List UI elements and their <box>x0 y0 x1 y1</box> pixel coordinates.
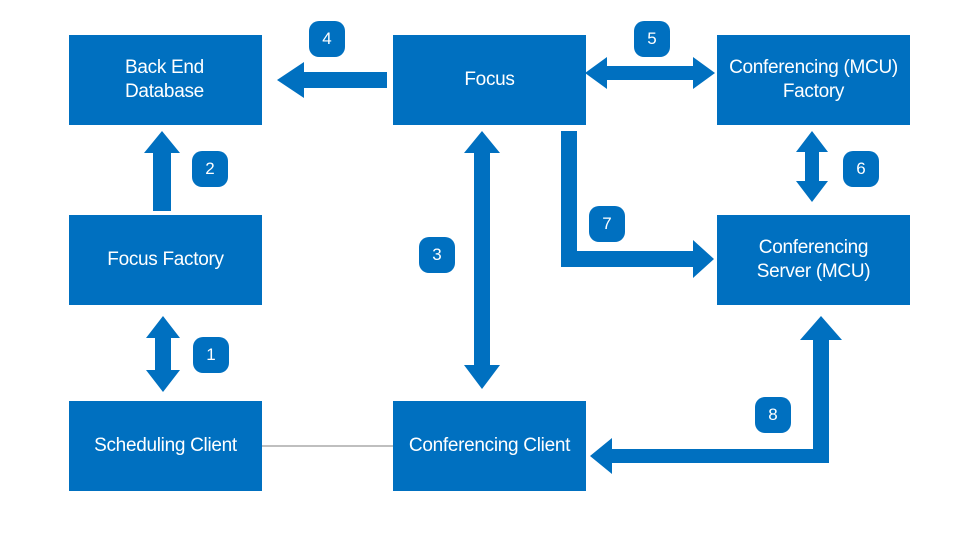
step-badge-6: 6 <box>843 151 879 187</box>
conferencing-client-box: Conferencing Client <box>393 401 586 491</box>
arrow-focus-mcu-factory <box>585 57 715 89</box>
step-badge-8: 8 <box>755 397 791 433</box>
step-badge-5: 5 <box>634 21 670 57</box>
arrow-focus-factory-scheduling <box>146 316 180 392</box>
conferencing-server-mcu-box: Conferencing Server (MCU) <box>717 215 910 305</box>
arrow-focus-to-server <box>561 131 714 278</box>
step-badge-7: 7 <box>589 206 625 242</box>
step-badge-2: 2 <box>192 151 228 187</box>
arrow-mcu-factory-server <box>796 131 828 202</box>
step-badge-4: 4 <box>309 21 345 57</box>
arrow-focus-conferencing-client <box>464 131 500 389</box>
step-badge-3: 3 <box>419 237 455 273</box>
arrow-focus-factory-to-database <box>144 131 180 211</box>
back-end-database-box: Back End Database <box>69 35 262 125</box>
arrow-server-conferencing-client <box>590 316 842 474</box>
arrow-focus-to-database <box>277 62 387 98</box>
focus-factory-box: Focus Factory <box>69 215 262 305</box>
focus-box: Focus <box>393 35 586 125</box>
scheduling-client-box: Scheduling Client <box>69 401 262 491</box>
conferencing-mcu-factory-box: Conferencing (MCU) Factory <box>717 35 910 125</box>
step-badge-1: 1 <box>193 337 229 373</box>
